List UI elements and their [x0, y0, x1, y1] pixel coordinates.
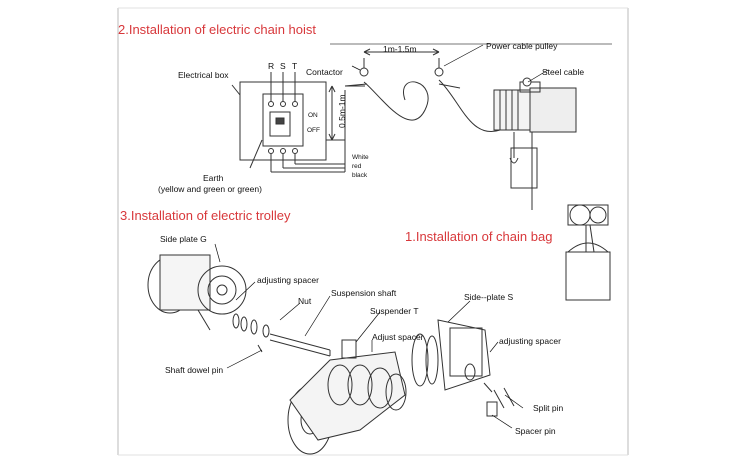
adjusting-spacer-left-label: adjusting spacer	[257, 275, 319, 285]
split-pin-label: Split pin	[533, 403, 564, 413]
off-label: OFF	[307, 127, 320, 134]
power-cable-pulley-label: Power cable pulley	[486, 41, 558, 51]
on-label: ON	[308, 112, 318, 119]
trolley-left-drawing	[147, 254, 331, 357]
horizontal-distance-label: 1m-1.5m	[383, 44, 417, 54]
electrical-box-label: Electrical box	[178, 70, 229, 80]
chain-bag-drawing	[565, 204, 611, 301]
cable-route-drawing	[326, 43, 612, 172]
earth-note-label: (yellow and green or green)	[158, 184, 262, 194]
electrical-box-drawing	[231, 72, 345, 173]
wire-red-label: red	[352, 163, 362, 170]
hoist-heading: 2.Installation of electric chain hoist	[118, 22, 316, 37]
terminal-r-label: R	[268, 61, 275, 71]
side-plate-g-label: Side plate G	[160, 234, 207, 244]
terminal-t-label: T	[292, 61, 298, 71]
trolley-heading: 3.Installation of electric trolley	[120, 208, 291, 223]
suspension-shaft-label: Suspension shaft	[331, 288, 397, 298]
spacer-pin-label: Spacer pin	[515, 426, 556, 436]
leader-lines	[214, 44, 549, 429]
shaft-dowel-pin-label: Shaft dowel pin	[165, 365, 224, 375]
contactor-label: Contactor	[306, 67, 343, 77]
trolley-right-drawing	[287, 319, 515, 455]
terminal-s-label: S	[280, 61, 286, 71]
wire-black-label: black	[352, 172, 368, 179]
side-plate-s-label: Side--plate S	[464, 292, 514, 302]
steel-cable-label: Steel cable	[542, 67, 585, 77]
chain-bag-heading: 1.Installation of chain bag	[405, 229, 553, 244]
nut-label: Nut	[298, 296, 312, 306]
adjust-spacer-label: Adjust spacer	[372, 332, 424, 342]
adjusting-spacer-right-label: adjusting spacer	[499, 336, 561, 346]
vertical-distance-label: 0.5m-1m	[337, 94, 347, 128]
wire-white-label: White	[352, 154, 369, 161]
hoist-drawing	[493, 77, 577, 210]
suspender-t-label: Suspender T	[370, 306, 419, 316]
earth-label: Earth	[203, 173, 224, 183]
